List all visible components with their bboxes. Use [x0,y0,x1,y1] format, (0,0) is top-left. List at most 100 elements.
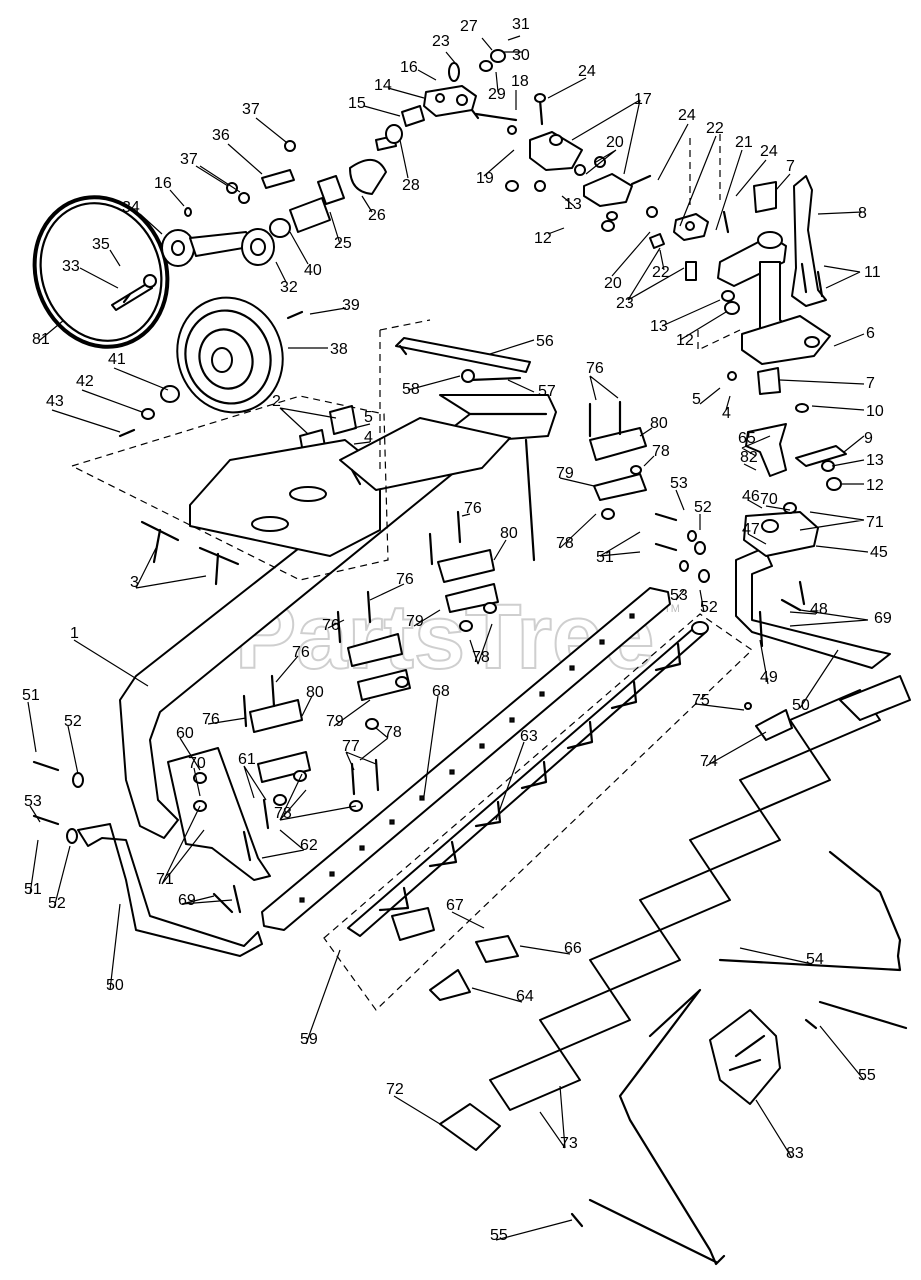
part-3-t-handles [140,520,240,586]
callout-c7a: 7 [786,158,795,175]
part-60-shoe-bracket [167,747,271,881]
callout-c24a: 24 [578,63,596,80]
callout-c12b: 12 [676,332,694,349]
callout-c50a: 50 [792,697,810,714]
callout-c52b: 52 [700,599,718,616]
callout-c69b: 69 [178,892,196,909]
callout-c17: 17 [634,91,652,108]
part-18-bolt [470,108,518,122]
callout-c53a: 53 [670,475,688,492]
callout-c28: 28 [402,177,420,194]
callout-c78c: 78 [472,649,490,666]
callout-c66: 66 [564,940,582,957]
callout-c52c: 52 [64,713,82,730]
callout-c4a: 4 [722,405,731,422]
part-7-bushings [753,181,781,395]
callout-c13b: 13 [650,318,668,335]
part-64-66-knife-sections [391,907,519,1001]
callout-c80b: 80 [500,525,518,542]
callout-c79c: 79 [326,713,344,730]
part-79-80-straps [249,427,647,783]
callout-c68: 68 [432,683,450,700]
callout-c52a: 52 [694,499,712,516]
callout-c63: 63 [520,728,538,745]
callout-c53c: 53 [24,793,42,810]
callout-c79b: 79 [406,613,424,630]
callout-c78d: 78 [384,724,402,741]
part-9-82-linkage [745,403,847,477]
callout-c78e: 78 [274,805,292,822]
callout-c47: 47 [742,521,760,538]
part-72-guard [439,1103,501,1151]
part-6-mount [717,231,831,365]
part-38-pulley [176,296,284,414]
callout-c79a: 79 [556,465,574,482]
callout-c1: 1 [70,625,79,642]
callout-c23b: 23 [616,295,634,312]
part-83-parts-box [709,1009,781,1105]
callout-c55b: 55 [490,1227,508,1244]
callout-c29: 29 [488,86,506,103]
part-14-15-block [401,49,506,127]
callout-c14: 14 [374,77,392,94]
part-74-clip [755,709,793,741]
part-housing-plate [189,417,511,557]
callout-c83: 83 [786,1145,804,1162]
callout-c46: 46 [742,488,760,505]
part-fasteners [32,93,842,914]
part-54-swath-rod [570,850,908,1266]
callout-c77: 77 [342,738,360,755]
callout-c69a: 69 [874,610,892,627]
part-34-idler-assembly [111,228,275,311]
callout-c5a: 5 [692,391,701,408]
callout-c80a: 80 [650,415,668,432]
callout-c39: 39 [342,297,360,314]
callout-c13a: 13 [564,196,582,213]
callout-c15: 15 [348,95,366,112]
callout-c54: 54 [806,951,824,968]
callout-c3: 3 [130,574,139,591]
callout-c37b: 37 [180,151,198,168]
callout-c21: 21 [735,134,753,151]
callout-c76f: 76 [202,711,220,728]
part-17-brackets [529,131,633,207]
callout-c13c: 13 [866,452,884,469]
callout-c23a: 23 [432,33,450,50]
callout-c70b: 70 [188,755,206,772]
callout-c25: 25 [334,235,352,252]
callout-c76d: 76 [322,617,340,634]
callout-c22b: 22 [652,264,670,281]
callout-c76a: 76 [586,360,604,377]
callout-c42: 42 [76,373,94,390]
callout-c51b: 51 [22,687,40,704]
callout-c2: 2 [272,393,281,410]
part-73-guards [489,675,911,1111]
callout-c49: 49 [760,669,778,686]
callout-c78a: 78 [652,443,670,460]
callout-c34: 34 [122,199,140,216]
callout-c56: 56 [536,333,554,350]
callout-c9: 9 [864,430,873,447]
callout-c20a: 20 [606,134,624,151]
callout-c70a: 70 [760,491,778,508]
callout-c27: 27 [460,18,478,35]
callout-c4b: 4 [364,429,373,446]
callout-c38: 38 [330,341,348,358]
callout-c30: 30 [512,47,530,64]
callout-c62: 62 [300,837,318,854]
callout-c12a: 12 [534,230,552,247]
callout-c67: 67 [446,897,464,914]
callout-c71b: 71 [156,871,174,888]
callout-c51a: 51 [596,549,614,566]
group-outlines [70,134,741,581]
callout-c61: 61 [238,751,256,768]
callout-leaders [27,35,869,1241]
callout-c64: 64 [516,988,534,1005]
callout-c75: 75 [692,692,710,709]
callout-c60: 60 [176,725,194,742]
callout-c22a: 22 [706,120,724,137]
callout-c51c: 51 [24,881,42,898]
callout-c57: 57 [538,383,556,400]
